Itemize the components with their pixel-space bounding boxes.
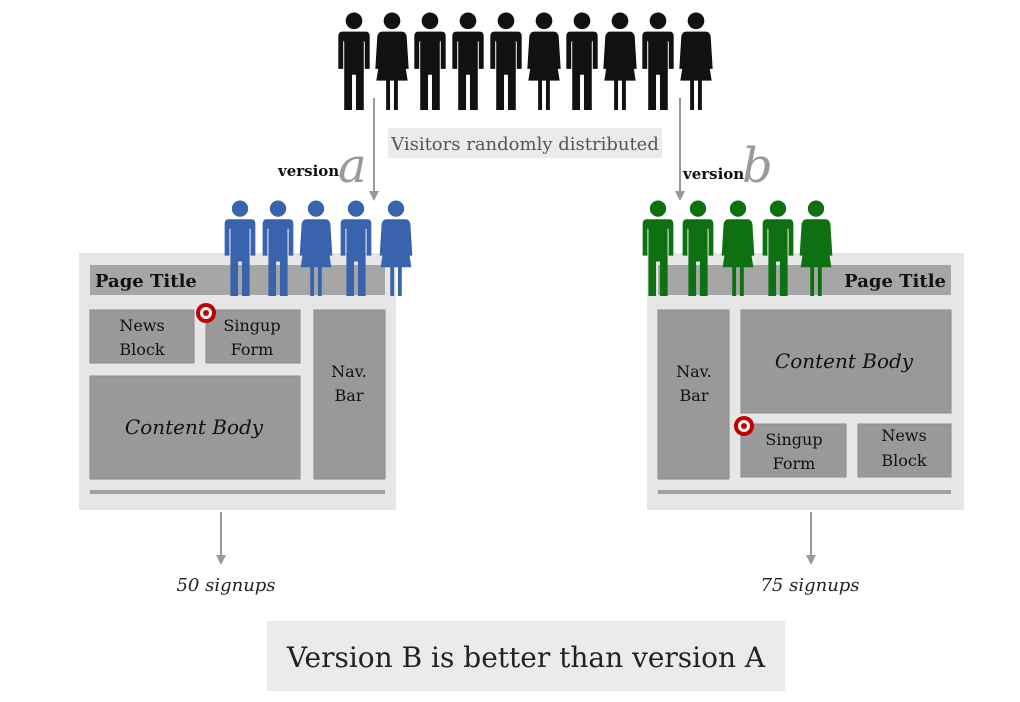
footer-bar [90, 490, 385, 494]
version-b-page: Page Title Nav. Bar Content Body Singup … [647, 253, 964, 510]
nav-bar [313, 309, 386, 480]
result-a: 50 signups [176, 575, 275, 596]
content-body [89, 375, 301, 480]
person-icon [375, 12, 409, 110]
content-body-label: Content Body [125, 415, 264, 439]
nav-bar-label-1: Nav. [331, 362, 367, 381]
person-icon [414, 12, 446, 110]
signup-form [740, 423, 847, 478]
person-icon [338, 12, 370, 110]
news-block [89, 309, 195, 364]
news-block-label-1: News [119, 316, 164, 335]
version-a-word: version [277, 162, 339, 180]
version-b-word: version [682, 165, 744, 183]
nav-bar-label-2: Bar [335, 386, 364, 405]
content-body [740, 309, 952, 414]
conclusion-text: Version B is better than version A [286, 641, 766, 674]
version-b-letter: b [742, 138, 773, 194]
target-icon [196, 303, 216, 323]
news-block-label-2: Block [881, 451, 926, 470]
person-icon [490, 12, 522, 110]
result-b: 75 signups [760, 575, 859, 596]
signup-form-label-2: Form [773, 454, 816, 473]
person-icon [603, 12, 637, 110]
content-body-label: Content Body [775, 349, 914, 373]
version-a-letter: a [338, 138, 367, 194]
person-icon [527, 12, 561, 110]
person-icon [566, 12, 598, 110]
news-block-label-1: News [881, 426, 926, 445]
visitors-crowd [338, 12, 713, 110]
page-title: Page Title [844, 271, 946, 292]
conclusion-box [267, 621, 785, 691]
nav-bar [657, 309, 730, 480]
footer-bar [658, 490, 951, 494]
distribution-caption-bg [388, 128, 662, 158]
nav-bar-label-1: Nav. [676, 362, 712, 381]
signup-form-label-1: Singup [765, 430, 822, 449]
person-icon [642, 12, 674, 110]
news-block-label-2: Block [119, 340, 164, 359]
signup-form-label-1: Singup [223, 316, 280, 335]
signup-form [205, 309, 301, 364]
signup-form-label-2: Form [231, 340, 274, 359]
target-icon [734, 416, 754, 436]
news-block [857, 423, 952, 478]
person-icon [679, 12, 713, 110]
person-icon [452, 12, 484, 110]
page-title: Page Title [95, 271, 197, 292]
nav-bar-label-2: Bar [680, 386, 709, 405]
distribution-caption: Visitors randomly distributed [390, 134, 659, 155]
